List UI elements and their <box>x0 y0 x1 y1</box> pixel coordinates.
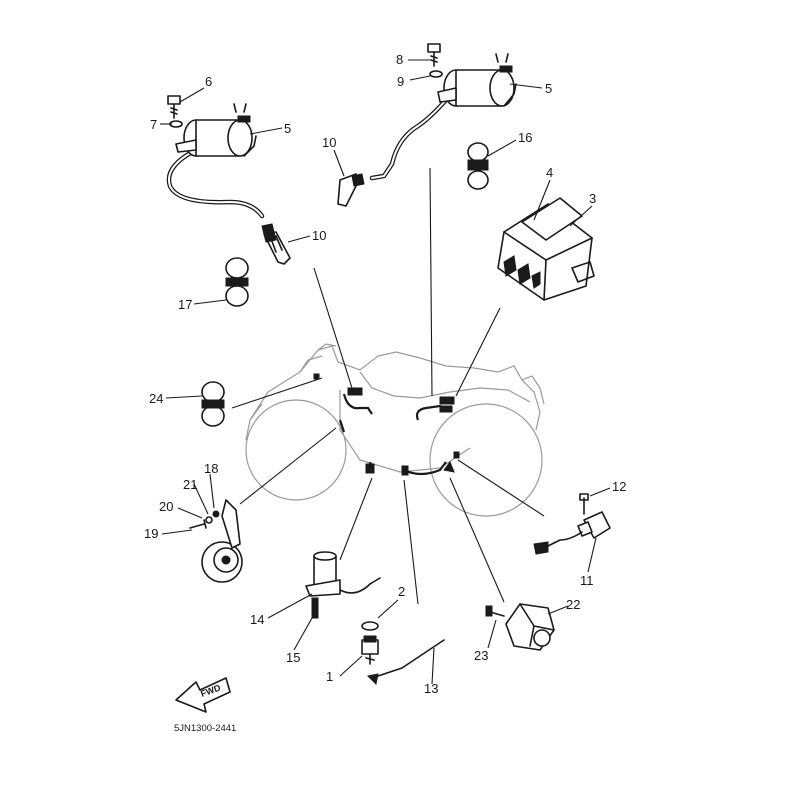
screw-8 <box>427 43 443 78</box>
callout-7: 7 <box>150 117 157 132</box>
clamp-17 <box>225 257 249 307</box>
leader-lines <box>160 59 611 685</box>
callout-17: 17 <box>178 297 192 312</box>
callout-12: 12 <box>612 479 626 494</box>
sensor-22 <box>485 603 555 651</box>
ignition-coil-right <box>369 53 517 181</box>
sensor-14 <box>305 551 381 619</box>
callout-4: 4 <box>546 165 553 180</box>
speed-sensor <box>533 493 611 555</box>
callout-6: 6 <box>205 74 212 89</box>
diagram-code: 5JN1300-2441 <box>174 723 236 734</box>
callout-2: 2 <box>398 584 405 599</box>
callout-3: 3 <box>589 191 596 206</box>
horn <box>189 499 243 583</box>
screw-6 <box>167 95 183 128</box>
callout-19: 19 <box>144 526 158 541</box>
callout-20: 20 <box>159 499 173 514</box>
callout-23: 23 <box>474 648 488 663</box>
callout-13: 13 <box>424 681 438 696</box>
spark-plug-cap-lower <box>261 223 291 265</box>
fwd-arrow: FWD <box>175 677 231 713</box>
lead-13 <box>366 639 445 686</box>
callout-9: 9 <box>397 74 404 89</box>
rectifier-regulator <box>497 197 595 301</box>
callout-15: 15 <box>286 650 300 665</box>
spark-plug-cap-upper <box>337 173 365 207</box>
callout-10-upper: 10 <box>322 135 336 150</box>
clamp-16 <box>467 142 489 190</box>
callout-5-right: 5 <box>545 81 552 96</box>
callout-22: 22 <box>566 597 580 612</box>
callout-1: 1 <box>326 669 333 684</box>
callouts: 6 7 5 8 9 5 10 10 16 4 3 17 24 18 21 20 … <box>144 52 626 696</box>
callout-14: 14 <box>250 612 264 627</box>
ignition-coil-left <box>166 103 265 219</box>
oil-switch <box>361 621 379 665</box>
callout-18: 18 <box>204 461 218 476</box>
callout-11: 11 <box>580 573 594 588</box>
motorcycle-outline <box>245 343 545 517</box>
callout-16: 16 <box>518 130 532 145</box>
callout-5-left: 5 <box>284 121 291 136</box>
clamp-24 <box>201 381 225 427</box>
callout-21: 21 <box>183 477 197 492</box>
callout-10-lower: 10 <box>312 228 326 243</box>
callout-24: 24 <box>149 391 163 406</box>
callout-8: 8 <box>396 52 403 67</box>
wire-harness <box>313 373 460 476</box>
